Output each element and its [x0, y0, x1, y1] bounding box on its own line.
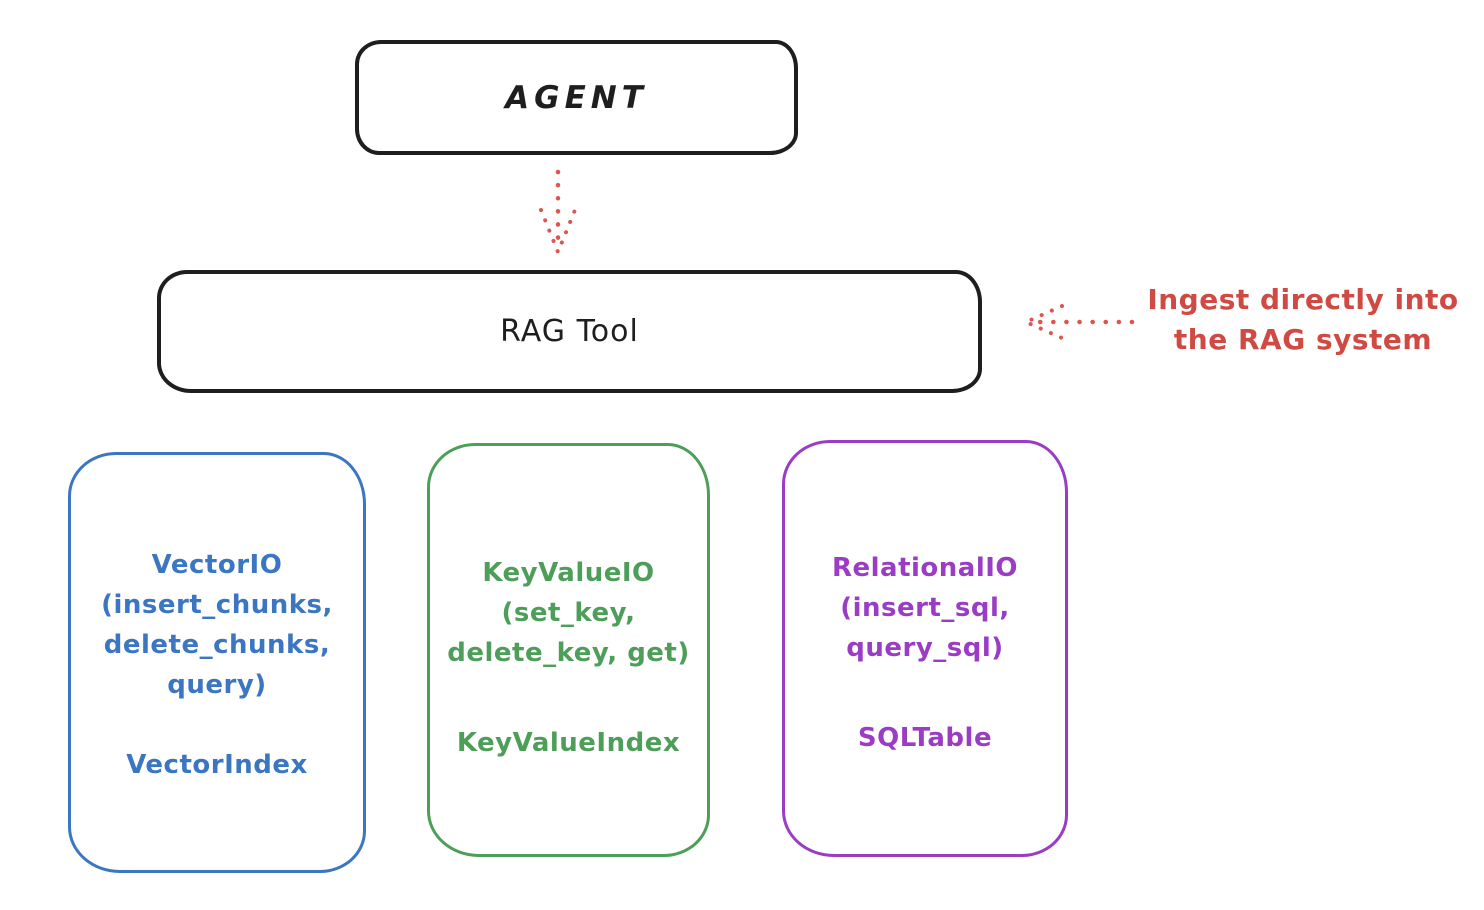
- keyvalue-io-methods-line: (set_key,: [501, 598, 636, 628]
- vector-io-box: VectorIO (insert_chunks, delete_chunks, …: [68, 452, 366, 873]
- spacer: [785, 668, 1065, 718]
- relational-io-methods-line: (insert_sql,: [840, 593, 1010, 623]
- relational-io-box: RelationalIO (insert_sql, query_sql) SQL…: [782, 440, 1068, 857]
- rag-tool-label: RAG Tool: [500, 314, 639, 349]
- ingest-annotation-line-1: Ingest directly into: [1147, 283, 1459, 316]
- spacer: [430, 673, 707, 723]
- ingest-annotation-line-2: the RAG system: [1173, 323, 1433, 356]
- vector-index-label: VectorIndex: [126, 750, 308, 780]
- agent-label: AGENT: [505, 79, 648, 116]
- spacer: [71, 705, 363, 745]
- arrow-left-icon: [1024, 304, 1135, 340]
- vector-io-title: VectorIO: [151, 550, 283, 580]
- keyvalue-io-title: KeyValueIO: [482, 558, 655, 588]
- sqltable-label: SQLTable: [857, 723, 993, 753]
- rag-tool-box: RAG Tool: [157, 270, 982, 393]
- relational-io-methods-line: query_sql): [846, 633, 1004, 663]
- vector-io-methods-line: delete_chunks,: [103, 630, 331, 660]
- vector-io-methods-line: query): [167, 670, 267, 700]
- keyvalue-io-methods-line: delete_key, get): [447, 638, 690, 668]
- vector-io-methods-line: (insert_chunks,: [101, 590, 333, 620]
- keyvalue-index-label: KeyValueIndex: [456, 728, 681, 758]
- relational-io-title: RelationalIO: [831, 553, 1019, 583]
- arrow-down-icon: [539, 169, 577, 254]
- agent-box: AGENT: [355, 40, 798, 155]
- ingest-annotation: Ingest directly into the RAG system: [1135, 280, 1471, 360]
- keyvalue-io-box: KeyValueIO (set_key, delete_key, get) Ke…: [427, 443, 710, 857]
